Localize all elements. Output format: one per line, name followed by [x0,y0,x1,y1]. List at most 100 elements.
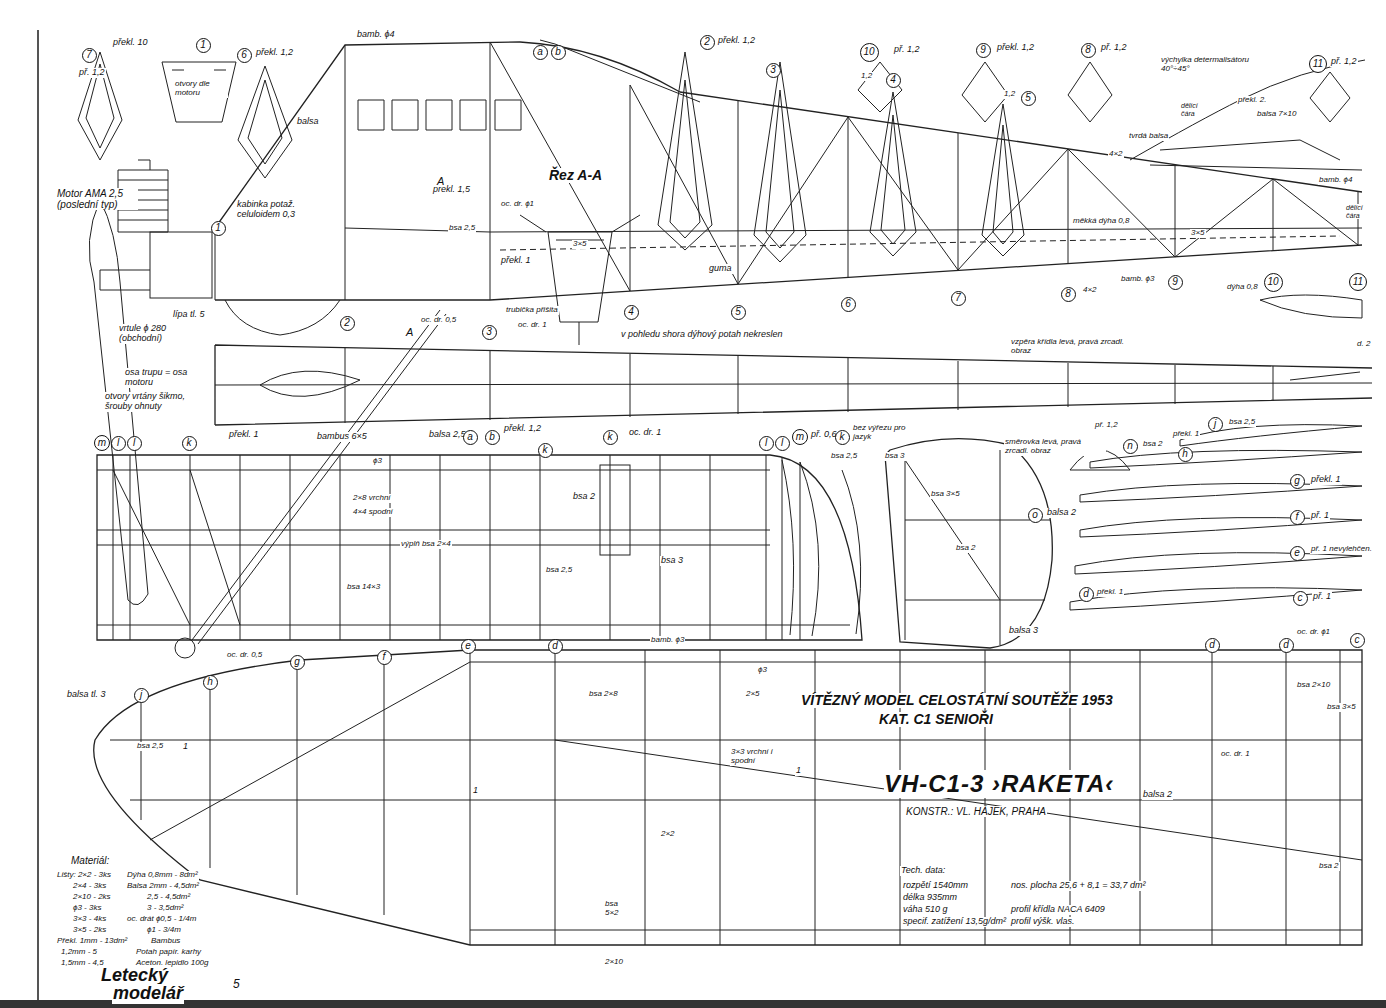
callout-text: f [383,652,386,662]
callout-text: 5 [735,307,741,317]
plan-label: 2,5 - 4,5dm² [146,893,191,902]
plan-label: oc. dr. ϕ1 [1296,628,1331,637]
plan-label: př. 0,6 [810,430,838,440]
plan-label: bsa 2,5 [1228,418,1256,427]
plan-label: ϕ1 - 3/4m [146,926,182,935]
callout-text: 8 [1085,45,1091,55]
callout-circle: 6 [841,297,856,312]
plan-label: dělící čára [1180,102,1204,117]
plan-label: bsa 2,5 [830,452,858,461]
plan-label: Materiál: [70,855,110,866]
plan-label: oc. dr. 1 [628,428,662,438]
plan-label: vzpěra křídla levá, pravá zrcadl. obraz [1010,338,1127,356]
plan-label: 1 [472,786,479,796]
plan-label: bsa 3×5 [1326,703,1357,712]
callout-circle: c [1350,633,1365,648]
plan-label: Překl. 1mm - 13dm² [56,937,128,946]
callout-circle: l [127,436,142,451]
callout-circle: d [548,639,563,654]
plan-label: VÍTĚZNÝ MODEL CELOSTÁTNÍ SOUTĚŽE 1953 [800,693,1114,708]
plan-label: překl. 1,2 [996,43,1035,53]
callout-circle: 6 [237,48,252,63]
plan-label: bamb. ϕ4 [356,30,396,40]
callout-text: k [543,445,548,455]
plan-label: bsa 2,5 [136,742,164,751]
plan-label: specif. zatížení 13,5g/dm² [902,917,1007,927]
plan-label: př. 1,2 [78,68,106,78]
plan-label: bsa 2,5 [448,224,476,233]
plan-label: bsa 3 [884,452,906,461]
callout-circle: e [1290,546,1305,561]
callout-text: 4 [890,75,896,85]
plan-label: př. 1 nevylehčen. [1310,545,1384,554]
plan-label: trubička přišita [505,306,559,315]
plan-label: bamb. ϕ3 [1120,275,1155,284]
callout-text: g [294,657,300,667]
callout-text: j [1214,419,1216,429]
plan-label: Motor AMA 2,5 (poslední typ) [56,188,138,210]
plan-label: bsa 2×8 [588,690,619,699]
callout-text: c [1355,635,1360,645]
plan-label: oc. dr. 1 [517,321,548,330]
plan-label: př. 1,2 [1330,57,1358,67]
plan-label: délka 935mm [902,893,958,903]
callout-circle: 2 [700,35,715,50]
plan-label: modelář [112,984,184,1004]
callout-text: 3 [486,327,492,337]
callout-circle: b [551,45,566,60]
plan-label: 3 - 3,5dm² [146,904,184,913]
plan-label: 5 [232,978,241,991]
plan-label: měkká dýha 0,8 [1072,217,1130,226]
callout-circle: 7 [82,48,97,63]
callout-circle: l [775,436,790,451]
plan-label: směrovka levá, pravá zrcadl. obraz [1004,438,1106,456]
callout-text: e [465,641,471,651]
callout-text: 3 [770,65,776,75]
plan-label: balsa 2 [1046,508,1077,518]
plan-label: balsa 2,5 [428,430,467,440]
plan-label: překl. 1 [500,256,532,266]
callout-text: 5 [1025,93,1031,103]
plan-label: 2×4 - 3ks [72,882,107,891]
plan-label: nos. plocha 25,6 + 8,1 = 33,7 dm² [1010,881,1147,891]
plan-label: bsa 2 [572,492,596,502]
callout-circle: 1 [196,38,211,53]
plan-label: překl. 1 [1096,588,1124,597]
plan-label: překl. 1 [228,430,260,440]
callout-circle: f [377,650,392,665]
callout-text: 11 [1313,59,1323,69]
plan-label: překl. 10 [112,38,149,48]
callout-text: 10 [1267,277,1278,287]
callout-circle: d [1279,638,1294,653]
callout-circle: 8 [1061,287,1076,302]
plan-label: balsa 2 [1142,790,1173,800]
plan-label: A [436,175,445,187]
callout-text: d [1283,640,1289,650]
callout-circle: 5 [731,305,746,320]
plan-label: 3×3 - 4ks [72,915,107,924]
callout-text: b [489,432,495,442]
plan-label: bsa 2×10 [1296,681,1331,690]
plan-label: 1,5mm - 4,5 [60,959,105,968]
plan-label: Potah papír. karhy [135,948,202,957]
plan-label: 1,2 [860,72,873,81]
plan-label: 2×10 [604,958,624,967]
callout-text: f [1296,512,1299,522]
plan-label: Řez A-A [548,168,603,183]
plan-label: 2×8 vrchní [352,494,392,503]
plan-label: výchylka determalisátoru 40°÷45° [1160,56,1267,74]
callout-text: n [1127,441,1133,451]
callout-circle: k [835,430,850,445]
plan-label: bsa 3×5 [930,490,961,499]
plan-label: př. 1 [1312,592,1332,602]
callout-circle: 4 [624,305,639,320]
callout-circle: 3 [766,63,781,78]
plan-label: bsa 2 [1318,862,1340,871]
callout-circle: h [1178,447,1193,462]
plan-label: př. 1,2 [1094,421,1119,430]
plan-label: překl. 1 [1172,430,1200,439]
plan-label: kabinka potaž. celuloidem 0,3 [236,200,318,220]
callout-text: a [467,432,473,442]
plan-label: profil výšk. vlas. [1010,917,1076,927]
plan-label: př. 1,2 [893,45,921,55]
